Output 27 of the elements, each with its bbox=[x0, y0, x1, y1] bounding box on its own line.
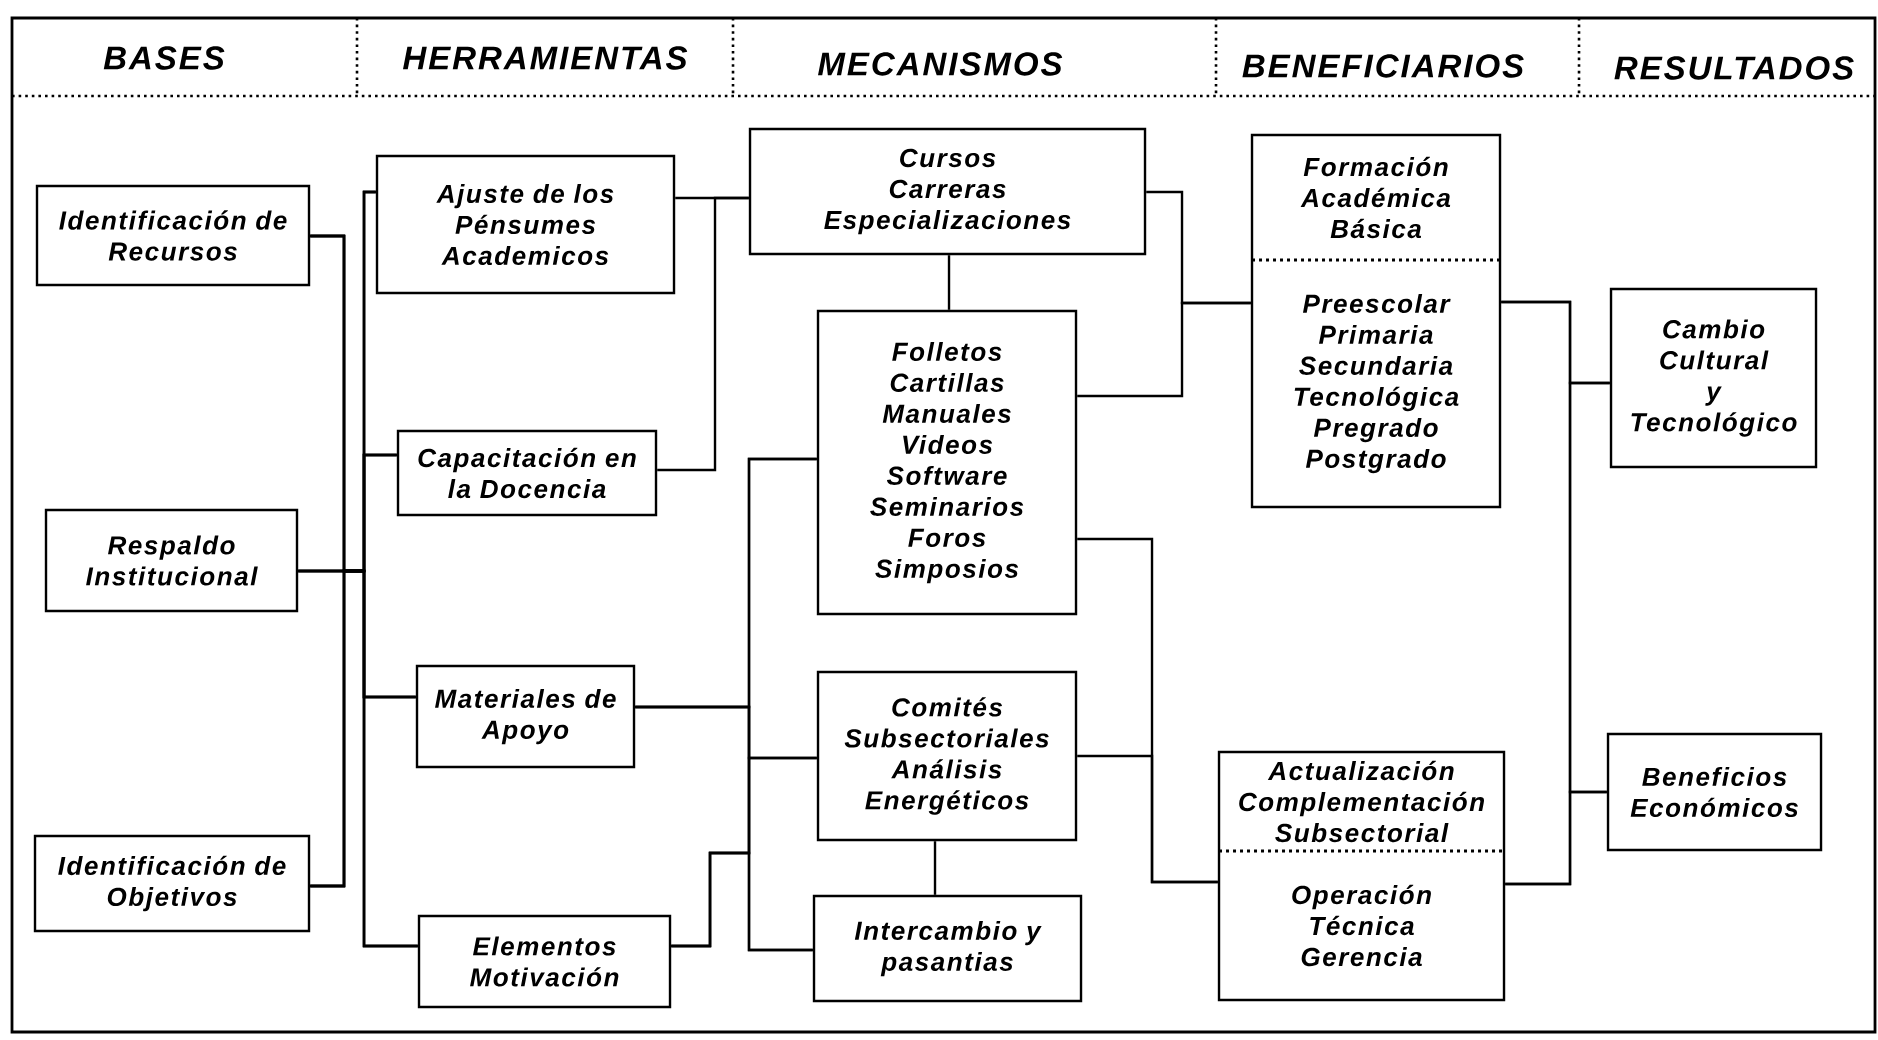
text-box: Materiales de Apoyo bbox=[415, 664, 636, 769]
connector-line bbox=[657, 196, 749, 472]
text-box: Intercambio y pasantias bbox=[812, 894, 1083, 1003]
text-box: Formación Académica Básica Preescolar Primaria Secundaria Tecnológica Pregrado Postgrado bbox=[1250, 133, 1502, 509]
connector-line bbox=[671, 851, 813, 952]
connector-line bbox=[1505, 790, 1607, 886]
column-heading: MECANISMOS bbox=[818, 52, 1063, 76]
text-box: Actualización Complementación Subsectorial Operación Técnica Gerencia bbox=[1217, 750, 1506, 1002]
text-box: Elementos Motivación bbox=[417, 914, 672, 1009]
column-heading: BASES bbox=[103, 46, 225, 70]
text-box: Identificación de Recursos bbox=[35, 184, 311, 287]
text-box: Capacitación en la Docencia bbox=[396, 429, 658, 517]
text-box: Comités Subsectoriales Análisis Energéticos bbox=[816, 670, 1078, 842]
connector-line bbox=[947, 255, 951, 310]
connector-line bbox=[933, 841, 937, 895]
text-box: Folletos Cartillas Manuales Videos Software Seminarios Foros Simposios bbox=[816, 309, 1078, 616]
text-box: Identificación de Objetivos bbox=[33, 834, 311, 933]
connector-line bbox=[1077, 301, 1251, 398]
column-heading: HERRAMIENTAS bbox=[403, 46, 688, 70]
text-box: Cambio Cultural y Tecnológico bbox=[1609, 287, 1818, 469]
column-heading: BENEFICIARIOS bbox=[1242, 54, 1524, 78]
text-box: Ajuste de los Pénsumes Academicos bbox=[375, 154, 676, 295]
text-box: Respaldo Institucional bbox=[44, 508, 299, 613]
connector-line bbox=[1077, 754, 1218, 884]
column-heading: RESULTADOS bbox=[1614, 56, 1854, 80]
text-box: Cursos Carreras Especializaciones bbox=[748, 127, 1147, 256]
text-box: Beneficios Económicos bbox=[1606, 732, 1823, 852]
